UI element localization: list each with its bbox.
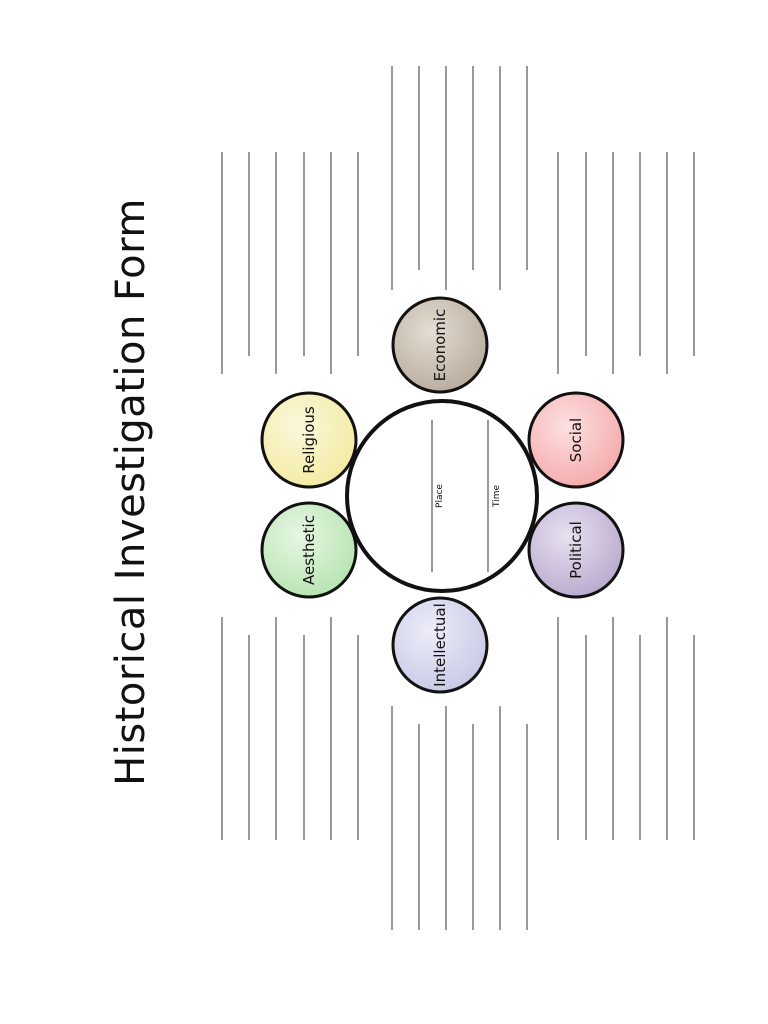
writing-lines-social[interactable] (557, 152, 695, 374)
place-label: Place (435, 484, 445, 508)
category-religious: Religious (260, 391, 358, 489)
writing-lines-economic[interactable] (391, 66, 528, 290)
category-social: Social (527, 391, 625, 489)
category-economic-label: Economic (431, 309, 449, 382)
time-label: Time (492, 485, 502, 508)
category-political: Political (527, 501, 625, 599)
category-social-label: Social (567, 418, 585, 462)
category-political-label: Political (567, 521, 585, 579)
category-economic: Economic (391, 296, 489, 394)
category-aesthetic-label: Aesthetic (300, 515, 318, 585)
writing-lines-religious[interactable] (221, 152, 359, 374)
category-intellectual: Intellectual (391, 596, 489, 694)
writing-lines-intellectual[interactable] (391, 706, 528, 930)
category-intellectual-label: Intellectual (431, 603, 449, 687)
writing-lines-aesthetic[interactable] (221, 617, 359, 840)
writing-lines-political[interactable] (557, 617, 695, 840)
category-religious-label: Religious (300, 406, 318, 474)
category-aesthetic: Aesthetic (260, 501, 358, 599)
center-circle: Place Time (345, 399, 539, 593)
